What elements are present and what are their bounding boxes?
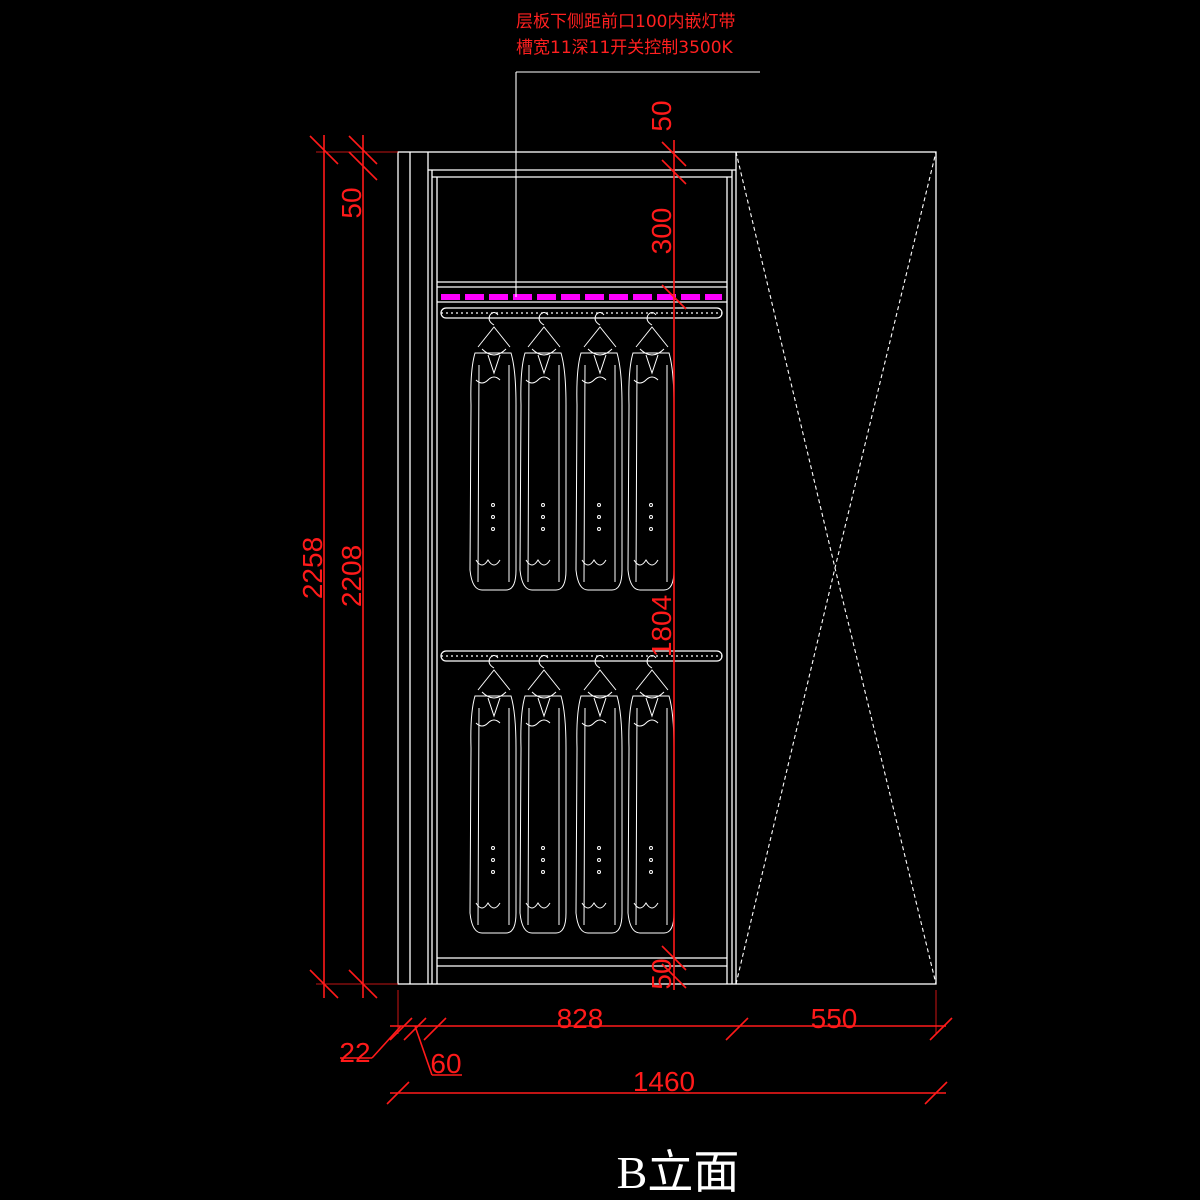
hanging-garments <box>469 312 675 934</box>
dim-inner-height: 2208 <box>336 545 367 607</box>
dim-bottom-board: 50 <box>646 958 677 989</box>
cabinet-frame <box>397 151 937 985</box>
dim-top-board-left: 50 <box>336 187 367 218</box>
hanging-rod-lower <box>440 650 723 662</box>
garment <box>469 655 517 934</box>
garment <box>519 312 567 591</box>
dim-gap: 60 <box>430 1048 461 1079</box>
garment <box>575 655 623 934</box>
dim-overall-width: 1460 <box>633 1066 695 1097</box>
drawing-title: B立面 <box>617 1147 740 1198</box>
dimension-lines <box>309 135 953 1105</box>
dim-door-width: 550 <box>811 1003 858 1034</box>
garment <box>575 312 623 591</box>
dim-inner-width: 828 <box>557 1003 604 1034</box>
annotation-line-1: 层板下侧距前口100内嵌灯带 <box>516 12 735 32</box>
hanging-rod-upper <box>440 307 723 319</box>
dim-top-space: 300 <box>646 208 677 255</box>
garment <box>519 655 567 934</box>
garment <box>627 655 675 934</box>
door-opening-lines <box>735 151 937 985</box>
dim-hanging-height: 1804 <box>646 595 677 657</box>
annotation-line-2: 槽宽11深11开关控制3500K <box>516 38 734 58</box>
garment <box>627 312 675 591</box>
dim-side-panel: 22 <box>339 1037 370 1068</box>
dim-overall-height: 2258 <box>297 537 328 599</box>
garment <box>469 312 517 591</box>
dim-top-board: 50 <box>646 100 677 131</box>
annotation-leader <box>515 71 760 297</box>
